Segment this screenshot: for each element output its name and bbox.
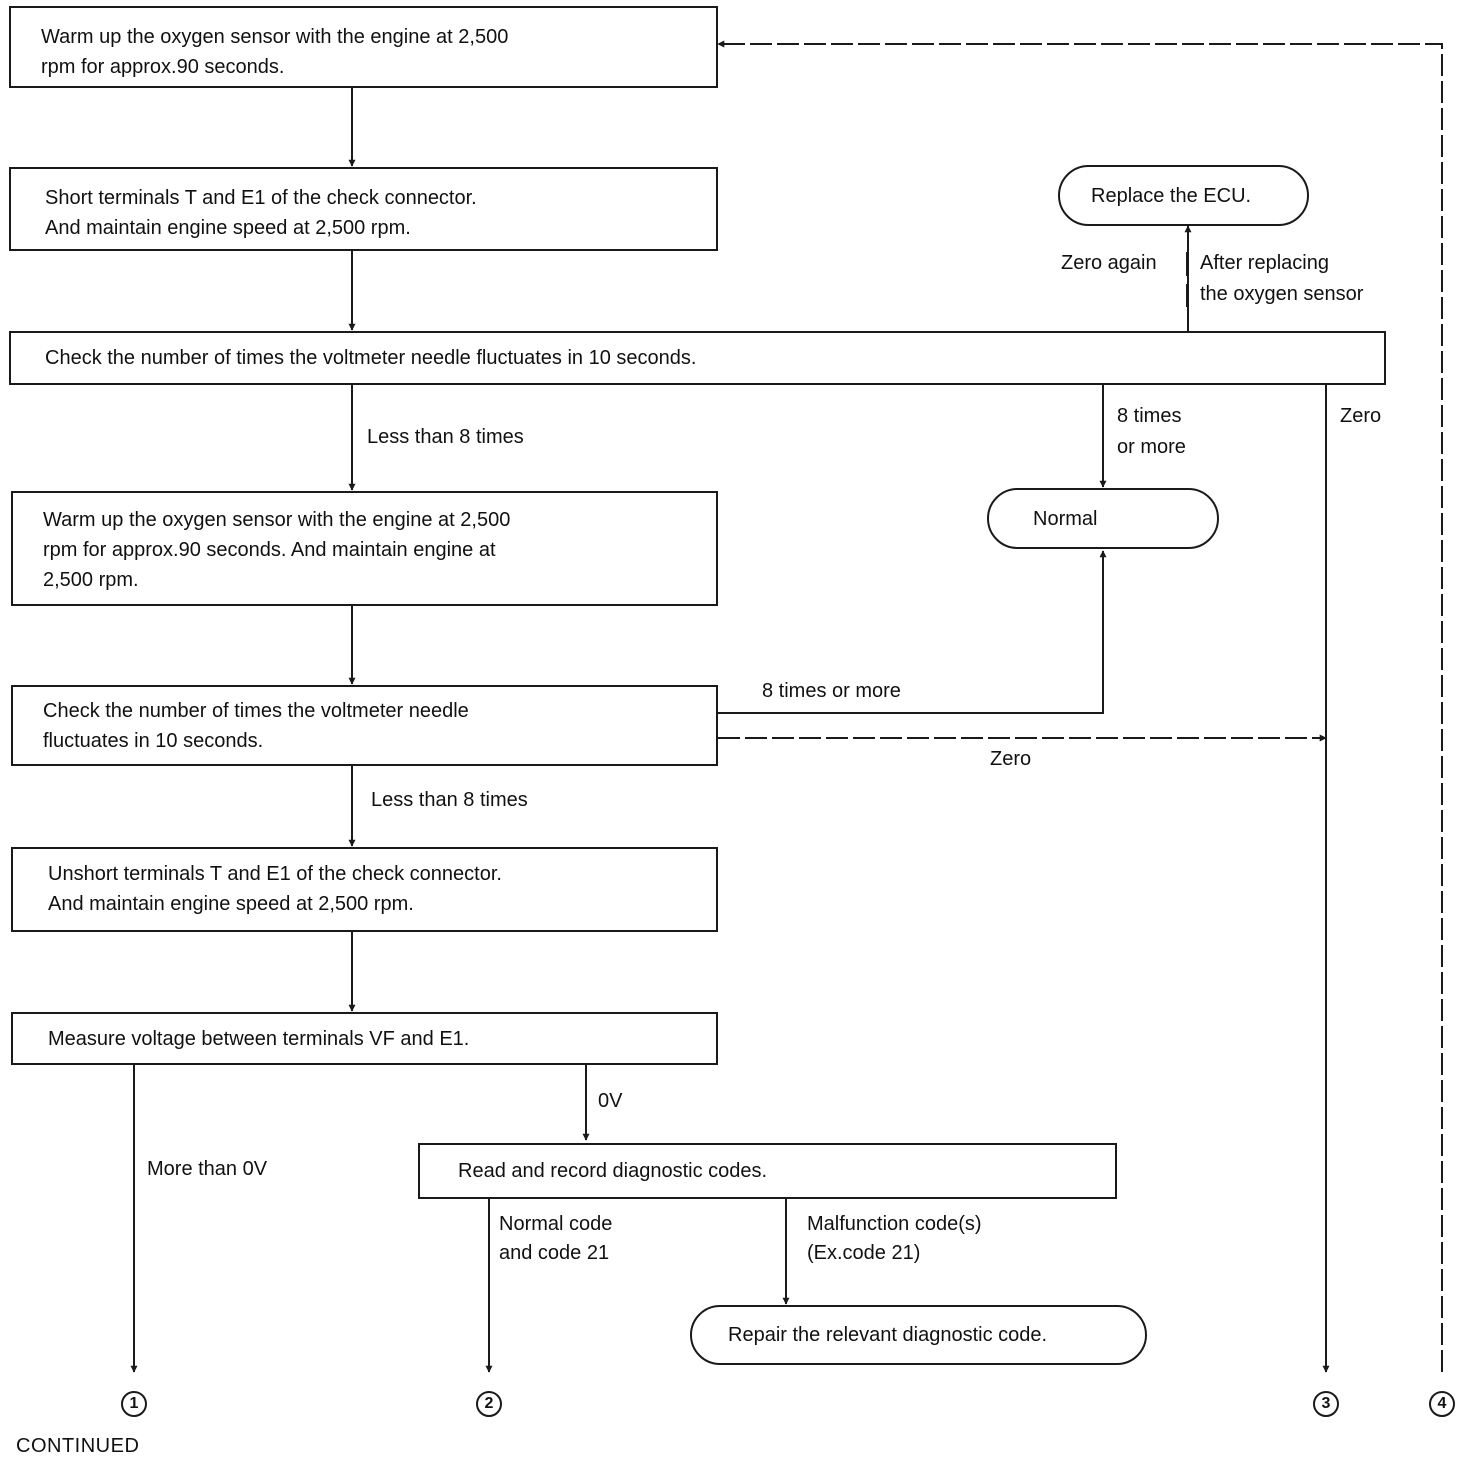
connector-1: 1 <box>121 1391 147 1417</box>
arrow-connector-4-loop <box>717 40 1443 1372</box>
terminal-repair-code: Repair the relevant diagnostic code. <box>690 1305 1147 1365</box>
label-8-or-more-first: 8 times or more <box>1117 405 1186 458</box>
label-zero-first: Zero <box>1340 405 1382 427</box>
label-normal-code: Normal code and code 21 <box>499 1213 613 1264</box>
connector-2: 2 <box>476 1391 502 1417</box>
step-warmup-maintain: Warm up the oxygen sensor with the engin… <box>11 491 718 606</box>
connector-4: 4 <box>1429 1391 1455 1417</box>
label-zero-again: Zero again <box>1061 252 1157 274</box>
label-zero-second: Zero <box>990 748 1032 770</box>
terminal-replace-ecu: Replace the ECU. <box>1058 165 1309 226</box>
label-less-than-8-first: Less than 8 times <box>367 426 524 448</box>
label-separator <box>1186 252 1188 307</box>
label-after-replacing: After replacing the oxygen sensor <box>1200 252 1364 305</box>
step-read-codes: Read and record diagnostic codes. <box>418 1143 1117 1199</box>
label-zero-volts: 0V <box>598 1090 623 1112</box>
step-check-fluctuation-2: Check the number of times the voltmeter … <box>11 685 718 766</box>
label-less-than-8-second: Less than 8 times <box>371 789 528 811</box>
step-unshort-terminals: Unshort terminals T and E1 of the check … <box>11 847 718 932</box>
continued-label: CONTINUED <box>16 1435 140 1457</box>
step-measure-voltage: Measure voltage between terminals VF and… <box>11 1012 718 1065</box>
terminal-normal: Normal <box>987 488 1219 549</box>
label-8-or-more-second: 8 times or more <box>762 680 901 702</box>
label-malfunction-codes: Malfunction code(s) (Ex.code 21) <box>807 1213 982 1264</box>
step-check-fluctuation-1: Check the number of times the voltmeter … <box>9 331 1386 385</box>
step-warmup: Warm up the oxygen sensor with the engin… <box>9 6 718 88</box>
connector-3: 3 <box>1313 1391 1339 1417</box>
arrow-check2-to-normal <box>718 550 1107 714</box>
step-short-terminals: Short terminals T and E1 of the check co… <box>9 167 718 251</box>
label-more-than-zero: More than 0V <box>147 1158 268 1180</box>
